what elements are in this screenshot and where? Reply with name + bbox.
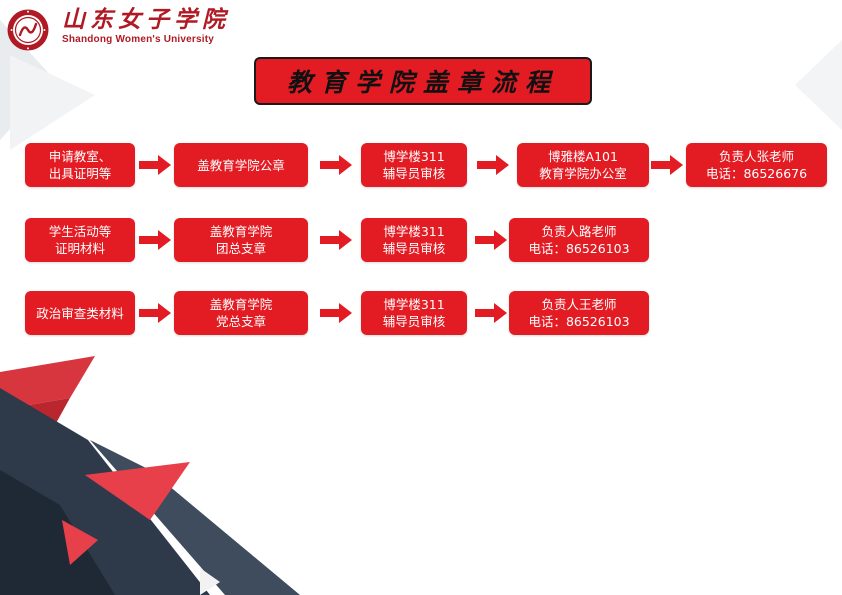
row1-step2-stamp: 盖教育学院公章 [174,143,308,187]
flow-arrow-icon [477,155,509,175]
node-line2: 教育学院办公室 [539,166,627,181]
row3-step3-review: 博学楼311 辅导员审核 [361,291,467,335]
node-line2: 辅导员审核 [382,241,446,256]
node-line1: 博雅楼A101 [548,149,618,164]
node-line2: 辅导员审核 [382,314,446,329]
row2-step4-contact: 负责人路老师 电话：86526103 [509,218,649,262]
university-logo: 山东女子学院 Shandong Women's University [62,6,230,46]
row1-step5-contact: 负责人张老师 电话：86526676 [686,143,827,187]
node-line2: 电话：86526103 [528,314,630,329]
flow-arrow-icon [320,155,352,175]
node-line1: 负责人张老师 [718,149,794,164]
row1-step3-review: 博学楼311 辅导员审核 [361,143,467,187]
node-line1: 负责人王老师 [541,297,617,312]
title-banner: 教育学院盖章流程 [254,57,592,105]
page-title: 教育学院盖章流程 [286,68,559,97]
flow-arrow-icon [139,230,171,250]
flow-arrow-icon [475,230,507,250]
row3-step2-stamp: 盖教育学院 党总支章 [174,291,308,335]
flow-arrow-icon [651,155,683,175]
row2-step2-stamp: 盖教育学院 团总支章 [174,218,308,262]
node-line2: 电话：86526676 [705,166,808,181]
node-line1: 申请教室、 [48,149,112,164]
node-line2: 出具证明等 [48,166,112,181]
node-line1: 盖教育学院公章 [197,157,285,173]
row2-step1-activity: 学生活动等 证明材料 [25,218,135,262]
node-line1: 政治审查类材料 [36,305,124,321]
node-line1: 盖教育学院 [209,224,273,239]
node-line2: 证明材料 [54,241,105,256]
row3-step4-contact: 负责人王老师 电话：86526103 [509,291,649,335]
flow-arrow-icon [320,303,352,323]
node-line2: 党总支章 [215,314,266,329]
university-seal-icon [7,9,49,51]
row1-step4-office: 博雅楼A101 教育学院办公室 [517,143,649,187]
university-name-cn: 山东女子学院 [62,6,230,33]
node-line1: 博学楼311 [383,224,445,239]
node-line1: 负责人路老师 [541,224,617,239]
row3-step1-political: 政治审查类材料 [25,291,135,335]
university-name-en: Shandong Women's University [62,34,215,45]
node-line1: 博学楼311 [383,297,445,312]
node-line1: 盖教育学院 [209,297,273,312]
flow-arrow-icon [139,303,171,323]
row2-step3-review: 博学楼311 辅导员审核 [361,218,467,262]
node-line2: 电话：86526103 [528,241,630,256]
node-line2: 辅导员审核 [382,166,446,181]
node-line1: 博学楼311 [383,149,445,164]
flow-arrow-icon [139,155,171,175]
flow-arrow-icon [320,230,352,250]
row1-step1-apply: 申请教室、 出具证明等 [25,143,135,187]
node-line2: 团总支章 [215,241,266,256]
flow-arrow-icon [475,303,507,323]
node-line1: 学生活动等 [48,224,112,239]
